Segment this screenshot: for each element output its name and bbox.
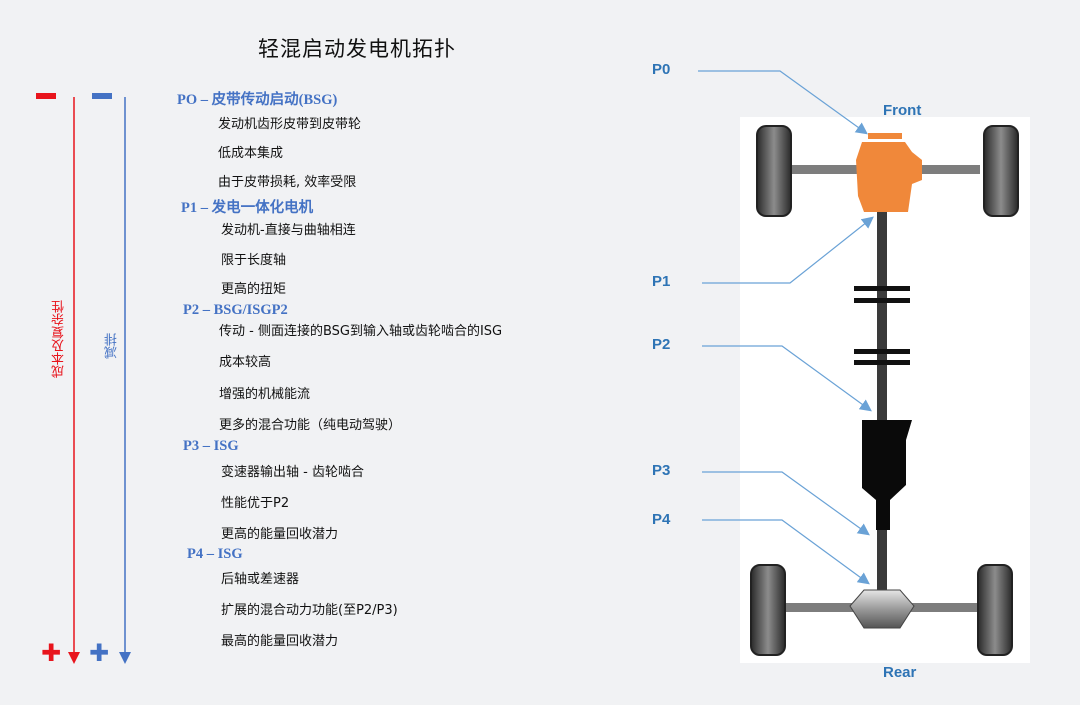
p1-arrow: [702, 216, 874, 284]
section-p0-item: 发动机齿形皮带到皮带轮: [218, 117, 362, 132]
clutch-plate-4: [854, 360, 910, 365]
section-p2-item: 更多的混合功能（纯电动驾驶）: [219, 418, 402, 433]
page-title: 轻混启动发电机拓扑: [258, 37, 456, 61]
section-p1-title: P1 – 发电一体化电机: [181, 200, 314, 216]
section-p0-title: PO – 皮带传动启动(BSG): [177, 92, 338, 108]
rear-axle: [750, 564, 1013, 656]
section-p4-item: 扩展的混合动力功能(至P2/P3): [221, 603, 398, 618]
differential: [849, 589, 915, 629]
rear-left-wheel: [750, 564, 786, 656]
clutch-plate-2: [854, 298, 910, 303]
p4-arrow: [702, 519, 870, 585]
clutch-plate-1: [854, 286, 910, 291]
section-p4-item: 最高的能量回收潜力: [221, 634, 339, 649]
rear-right-wheel: [977, 564, 1013, 656]
section-p2-item: 传动 - 侧面连接的BSG到输入轴或齿轮啮合的ISG: [219, 324, 503, 339]
rear-label: Rear: [883, 664, 917, 681]
cost-plus-sign: ✚: [41, 639, 62, 667]
section-p1-item: 发动机-直接与曲轴相连: [221, 223, 356, 238]
transmission: [862, 420, 912, 530]
cost-minus-sign: [36, 93, 56, 99]
section-p2-item: 增强的机械能流: [219, 387, 311, 402]
p0-label: P0: [652, 61, 671, 78]
front-right-wheel: [983, 125, 1019, 217]
section-p0-item: 由于皮带损耗, 效率受限: [218, 175, 357, 190]
section-p2-title: P2 – BSG/ISGP2: [183, 302, 288, 318]
section-p3-title: P3 – ISG: [183, 438, 239, 454]
p4-label: P4: [652, 511, 671, 528]
section-p3-item: 更高的能量回收潜力: [221, 527, 339, 542]
p2-arrow: [702, 345, 872, 412]
section-p3-item: 变速器输出轴 - 齿轮啮合: [221, 465, 364, 480]
clutch-plate-3: [854, 349, 910, 354]
section-p1-item: 更高的扭矩: [221, 282, 287, 297]
emission-plus-sign: ✚: [89, 639, 110, 667]
emission-minus-sign: [92, 93, 112, 99]
front-label: Front: [883, 102, 922, 119]
section-p2-item: 成本较高: [219, 355, 272, 370]
p2-label: P2: [652, 336, 671, 353]
p3-label: P3: [652, 462, 671, 479]
section-p1-item: 限于长度轴: [221, 253, 287, 268]
section-p4-title: P4 – ISG: [187, 546, 243, 562]
driveshaft: [877, 210, 887, 595]
p1-label: P1: [652, 273, 671, 290]
front-left-wheel: [756, 125, 792, 217]
engine-motor: [856, 133, 922, 212]
position-arrows: [698, 70, 874, 585]
section-p4-item: 后轴或差速器: [221, 572, 300, 587]
p0-arrow: [698, 70, 868, 135]
p3-arrow: [702, 471, 870, 536]
section-p0-item: 低成本集成: [218, 146, 284, 161]
section-p3-item: 性能优于P2: [221, 496, 290, 511]
